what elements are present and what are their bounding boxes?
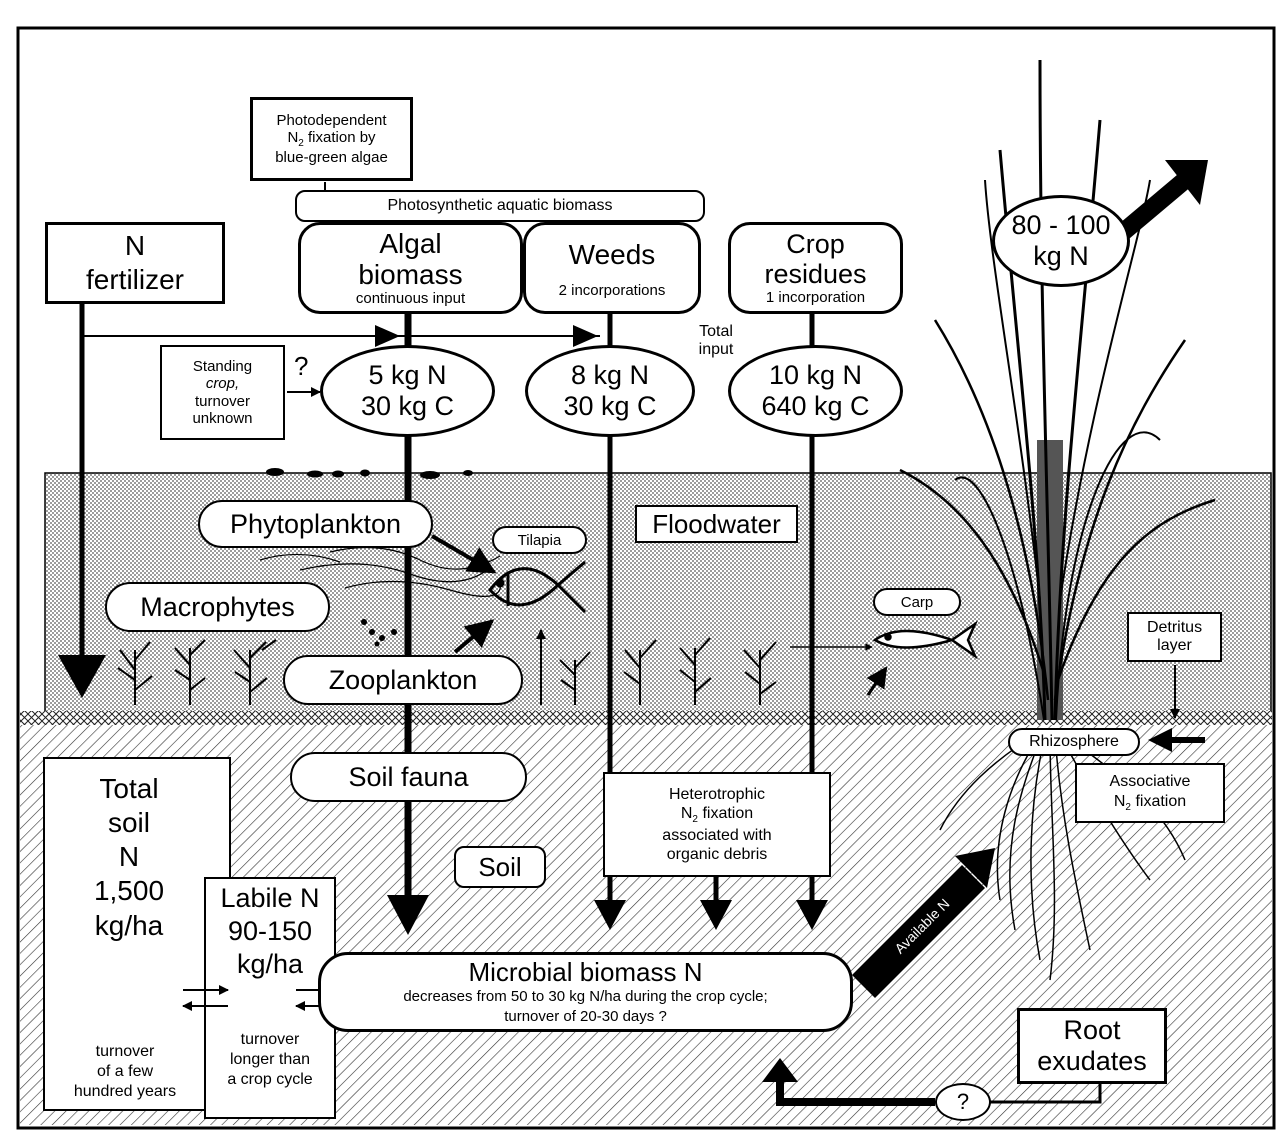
crop-note: 1 incorporation — [765, 289, 866, 307]
macrophytes-label: Macrophytes — [105, 582, 330, 632]
algal-flow-head — [387, 895, 429, 935]
algal-title-2: biomass — [358, 258, 463, 290]
crop-pool-ellipse: 10 kg N 640 kg C — [728, 345, 903, 437]
photodependent-line3: blue-green algae — [275, 149, 388, 166]
photosynthetic-biomass-box: Photosynthetic aquatic biomass — [295, 190, 705, 222]
n-fertilizer-box: N fertilizer — [45, 222, 225, 304]
zoo-to-tilapia-arrow — [453, 619, 495, 654]
algal-biomass-box: Algal biomass continuous input — [298, 222, 523, 314]
weeds-title: Weeds — [568, 239, 656, 271]
algal-title-1: Algal — [379, 227, 442, 259]
photodependent-box: Photodependent N2 fixation by blue-green… — [250, 97, 413, 181]
n-fertilizer-line1: N — [124, 230, 146, 262]
fertilizer-arrow-head — [58, 655, 106, 698]
soil-label: Soil — [454, 846, 546, 888]
algal-note: continuous input — [355, 290, 466, 308]
microbial-note-2: turnover of 20-30 days ? — [504, 1007, 667, 1025]
weeds-flow-head — [594, 900, 626, 930]
total-soil-n-label: Total soil N 1,500 kg/ha — [93, 773, 165, 941]
microbial-title: Microbial biomass N — [468, 956, 703, 987]
crop-title-2: residues — [764, 258, 867, 289]
standing-crop-question: ? — [294, 351, 309, 381]
root-exudates-box: Root exudates — [1017, 1008, 1167, 1084]
rhizosphere-label: Rhizosphere — [1008, 728, 1140, 756]
exudate-loop-left — [776, 1075, 935, 1106]
tilapia-fish — [488, 560, 587, 614]
tilapia-label: Tilapia — [492, 526, 587, 554]
n-fertilizer-line2: fertilizer — [85, 264, 184, 295]
total-soil-turnover: turnover of a few hundred years — [73, 1043, 177, 1100]
phytoplankton-label: Phytoplankton — [198, 500, 433, 548]
photodependent-line2: N2 fixation by — [287, 129, 376, 149]
weeds-box: Weeds 2 incorporations — [523, 222, 701, 314]
fertilizer-to-weeds-head — [573, 325, 598, 347]
surface-algae — [266, 468, 473, 479]
labile-turnover: turnover longer than a crop cycle — [227, 1031, 313, 1088]
associative-fixation-box: Associative N2 fixation — [1075, 763, 1225, 823]
algae-particles — [361, 619, 397, 647]
soil-fauna-label: Soil fauna — [290, 752, 527, 802]
photodependent-line1: Photodependent — [276, 111, 387, 129]
exudate-loop-head — [762, 1058, 798, 1082]
detritus-layer-box: Detritus layer — [1127, 612, 1222, 662]
macrophyte-plants — [117, 637, 777, 705]
soil-water-interface — [20, 711, 1272, 725]
photosynthetic-biomass-label: Photosynthetic aquatic biomass — [387, 197, 613, 214]
weeds-note: 2 incorporations — [558, 281, 666, 299]
crop-flow-head — [796, 900, 828, 930]
standing-crop-box: Standing crop, turnover unknown — [160, 345, 285, 440]
weeds-pool-ellipse: 8 kg N 30 kg C — [525, 345, 695, 437]
to-carp-arrow — [866, 666, 888, 696]
carp-fish — [872, 620, 978, 660]
outer-frame — [16, 26, 1276, 1130]
zooplankton-label: Zooplankton — [283, 655, 523, 705]
plant-uptake-ellipse: 80 - 100 kg N — [992, 195, 1130, 287]
algal-pool-ellipse: 5 kg N 30 kg C — [320, 345, 495, 437]
root-exudates-question: ? — [935, 1083, 991, 1121]
carp-label: Carp — [873, 588, 961, 616]
available-n-arrow — [852, 848, 995, 998]
heterotrophic-fixation-box: Heterotrophic N2 fixation associated wit… — [603, 772, 831, 877]
uptake-arrow-head — [1165, 160, 1208, 205]
phyto-to-tilapia-arrow — [430, 534, 497, 574]
exudate-loop-right — [990, 1082, 1102, 1104]
crop-residues-box: Crop residues 1 incorporation — [728, 222, 903, 314]
fertilizer-to-algal-head — [375, 325, 400, 347]
total-input-label: Total input — [698, 323, 734, 359]
microbial-note-1: decreases from 50 to 30 kg N/ha during t… — [403, 988, 768, 1006]
associative-arrow-head — [1148, 728, 1172, 752]
labile-n-label: Labile N 90-150 kg/ha — [220, 883, 320, 979]
crop-title-1: Crop — [786, 228, 845, 259]
heterotrophic-flow-head — [700, 900, 732, 930]
floodwater-label: Floodwater — [635, 505, 798, 543]
microbial-biomass-box: Microbial biomass N decreases from 50 to… — [318, 952, 853, 1032]
